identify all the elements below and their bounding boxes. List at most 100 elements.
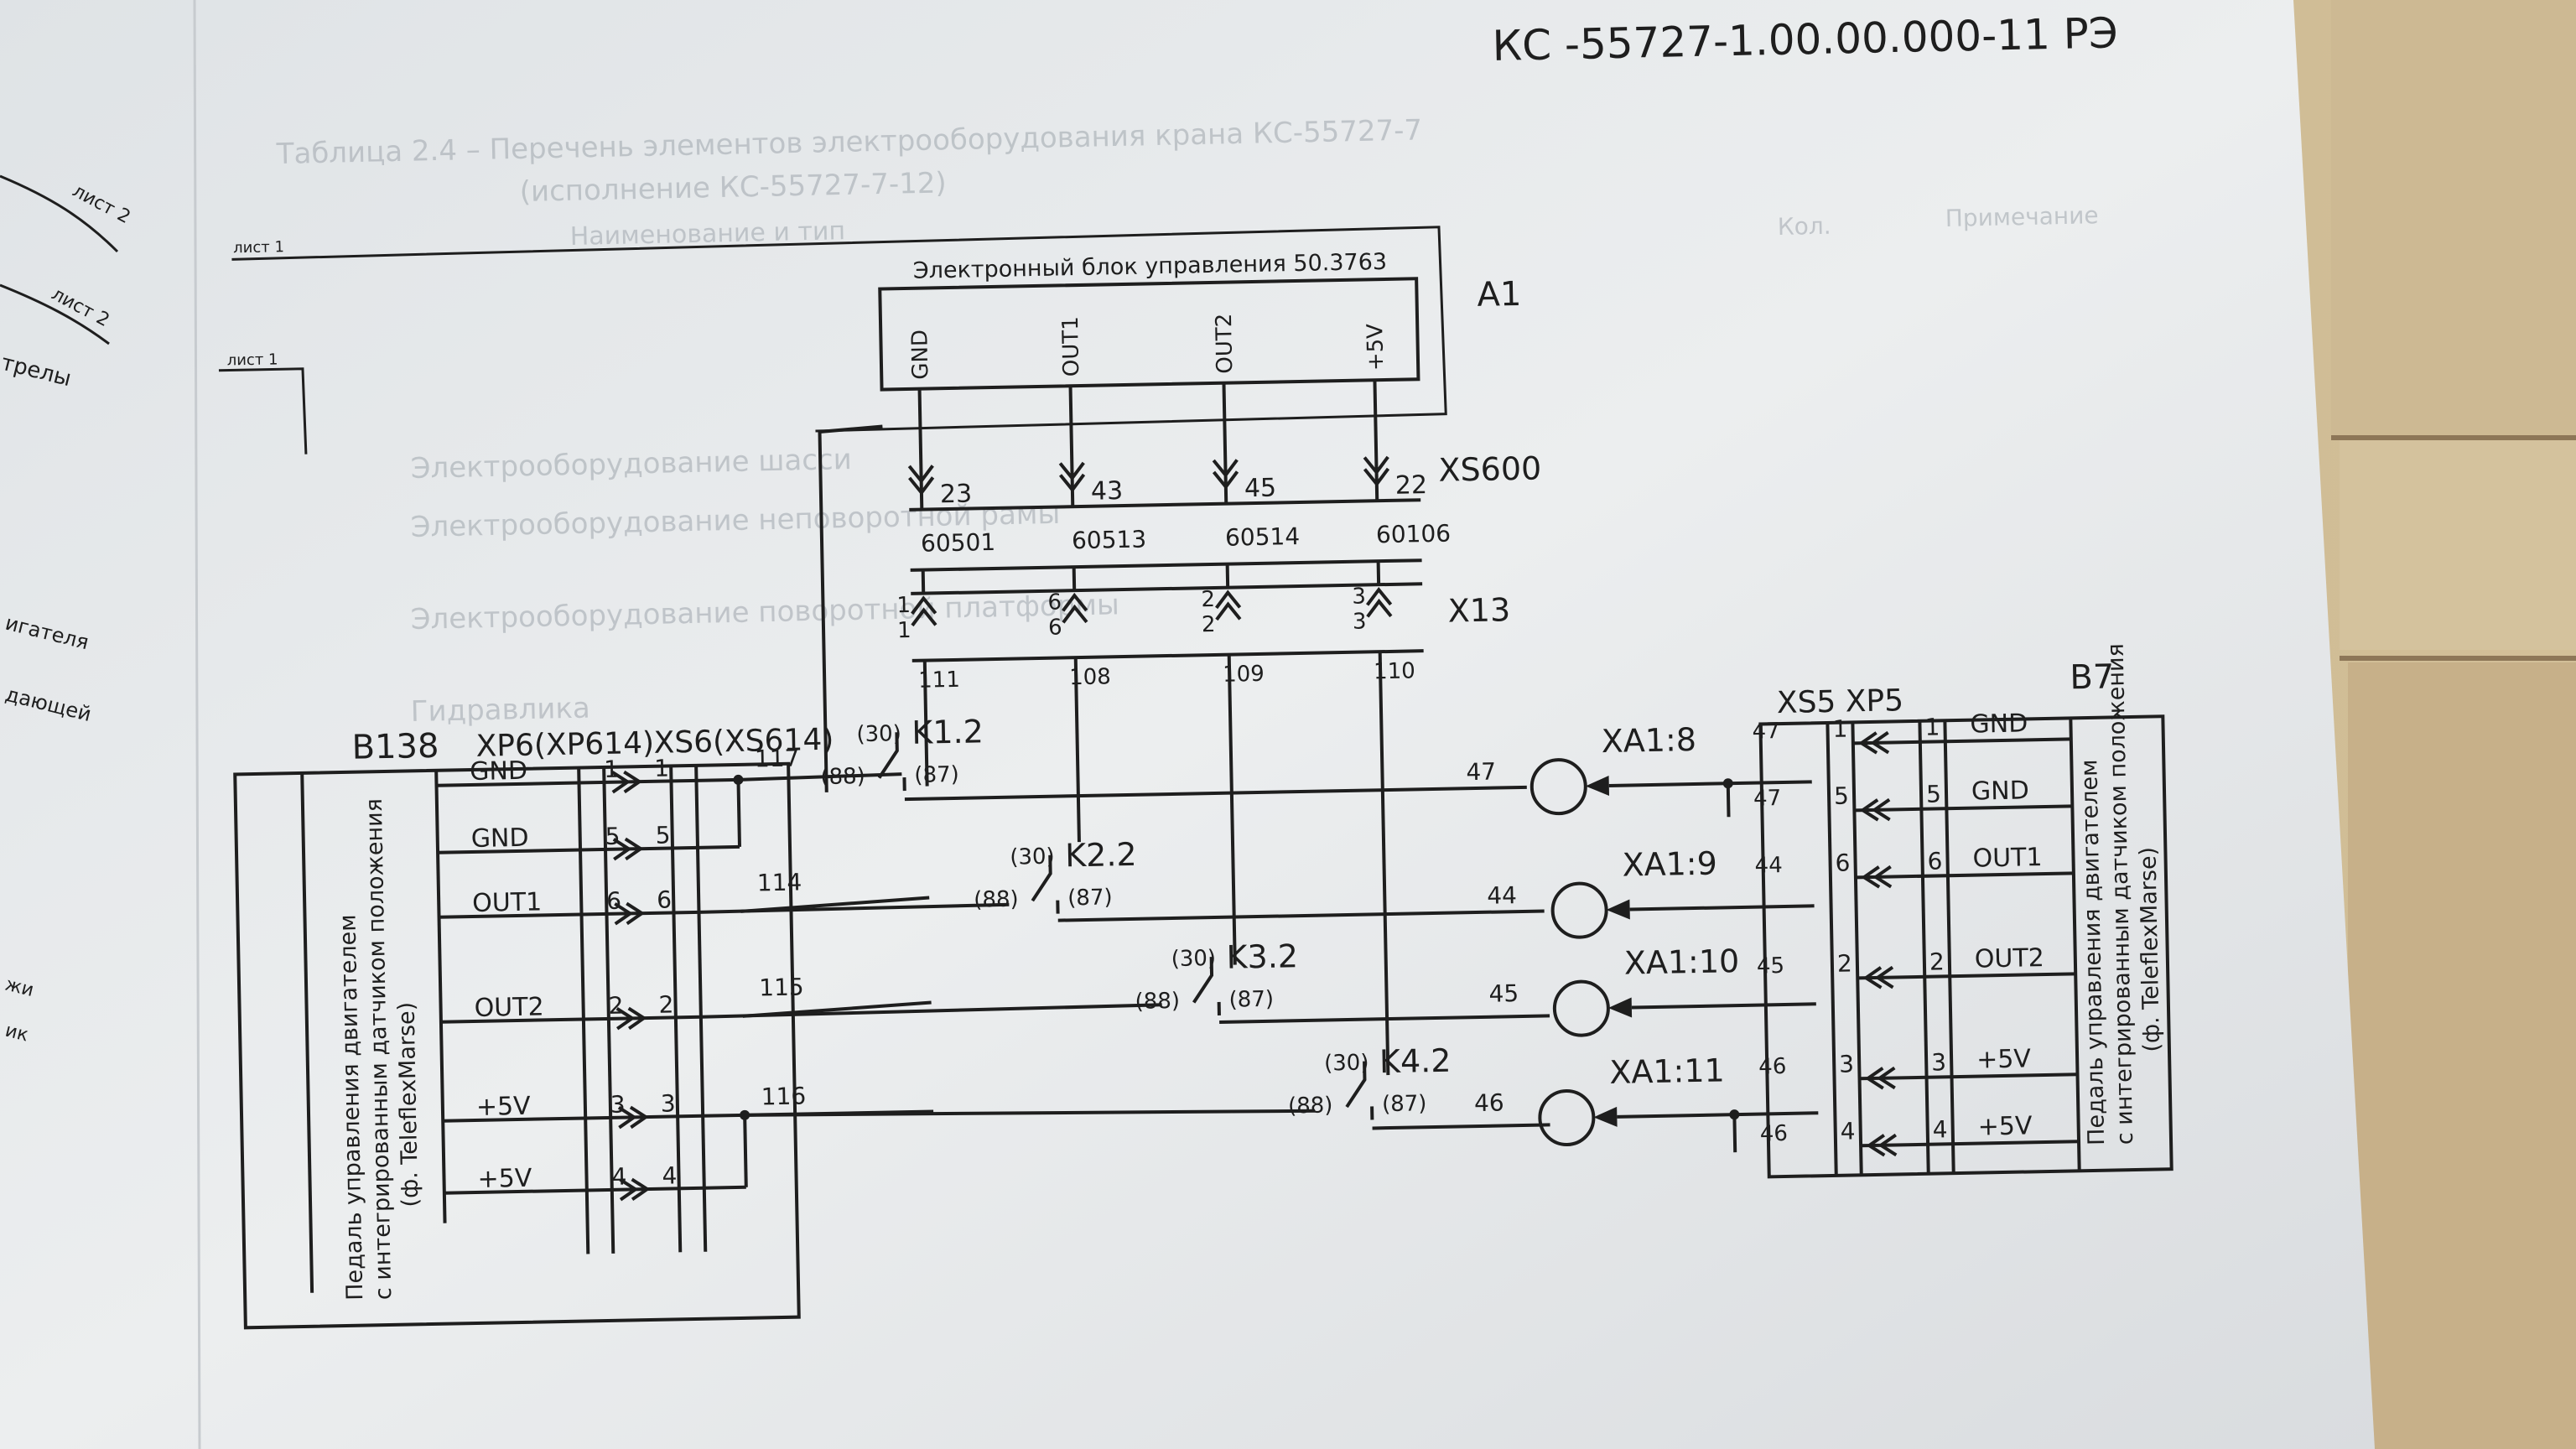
- pedal-left-desc-3: (ф. TeleflexMarse): [393, 1002, 423, 1208]
- relay-switch-blade: [1031, 854, 1052, 902]
- xa-terminal-arrow: [1593, 1106, 1618, 1127]
- bus-wire-number: 117: [755, 744, 800, 772]
- ecu-signal-line: [1222, 382, 1228, 504]
- relay-label: K2.2: [1065, 836, 1137, 875]
- relay-switch-blade: [1345, 1061, 1367, 1109]
- pedal-left-pin-n: 4: [662, 1161, 677, 1189]
- sheet-mark-top: лист 1: [233, 238, 284, 257]
- xs600-label: XS600: [1438, 449, 1542, 488]
- xa-to-pedal-line: [1608, 780, 1812, 787]
- ecu-ref: А1: [1477, 275, 1522, 314]
- pedal-left-pin-line: [439, 912, 582, 919]
- ghost-text-line: Кол.: [1777, 212, 1831, 241]
- wire: [703, 1113, 745, 1118]
- ecu-pin-label: GND: [907, 330, 933, 380]
- connector-arrow: [1062, 592, 1088, 624]
- x13-pin-number: 3: [1352, 584, 1366, 609]
- out1-bus: [699, 902, 1010, 914]
- x13-label: X13: [1447, 591, 1510, 629]
- xa-terminal-arrow: [1606, 899, 1630, 920]
- pedal-left-outline: [233, 761, 801, 1330]
- relay-contact-87: (87): [914, 762, 959, 788]
- x13-pin-number: 6: [1047, 589, 1062, 615]
- xs600-wire-number: 60513: [1072, 526, 1147, 555]
- relay-contact-87: (87): [1382, 1091, 1427, 1117]
- ghost-text-line: Гидравлика: [410, 692, 590, 729]
- connector-arrow: [1363, 455, 1390, 487]
- connector-arrow: [1058, 461, 1086, 493]
- pedal-right-pin-name: GND: [1970, 709, 2028, 739]
- relay-label: K1.2: [911, 713, 984, 751]
- xa-terminal-arrow: [1607, 997, 1633, 1018]
- relay-contact-88: (88): [1288, 1093, 1333, 1119]
- pedal-right-pin-name: OUT2: [1975, 943, 2045, 974]
- connector-arrow: [1365, 586, 1393, 618]
- relay-switch-blade: [1192, 957, 1214, 1004]
- xs600-pin-number: 45: [1244, 474, 1277, 504]
- pedal-left-pin-line: [438, 848, 581, 854]
- pedal-right-outline: [1758, 714, 2174, 1179]
- ecu-box: [878, 277, 1420, 392]
- sheet-border: [231, 226, 1447, 433]
- xa-terminal-label: XA1:11: [1609, 1052, 1725, 1091]
- pedal-right-pin-name: +5V: [1977, 1111, 2033, 1141]
- pedal-left-pin-n: 2: [658, 990, 673, 1018]
- pedal-left-pin-name: GND: [470, 756, 527, 787]
- pedal-right-pin-name: GND: [1971, 776, 2029, 806]
- pedal-left-pin-line: [443, 1116, 586, 1123]
- pedal-right-pin-line: [1859, 1072, 2078, 1081]
- pedal-right-pin-name: +5V: [1976, 1044, 2032, 1074]
- power-bridge: [1732, 1114, 1737, 1153]
- x13-wire-number: 108: [1069, 664, 1111, 690]
- xa-terminal-label: XA1:9: [1622, 845, 1717, 884]
- pedal-left-pin-n: 4: [611, 1163, 626, 1191]
- bus-line-right: [1372, 1123, 1550, 1130]
- pedal-right-pin-n: 4: [1932, 1115, 1947, 1143]
- x13-pin-number: 2: [1202, 612, 1216, 637]
- relay-contact-30: (30): [1010, 844, 1055, 870]
- pedal-left-pin-line: [581, 910, 699, 917]
- pedal-left-pin-n: 5: [655, 821, 670, 849]
- pedal-left-conn-b: XS6(XS614): [653, 723, 834, 761]
- pedal-left-pin-line: [444, 1188, 587, 1195]
- xs600-pin-number: 23: [940, 479, 973, 509]
- relay-contact-88: (88): [974, 887, 1019, 913]
- wire: [743, 1114, 748, 1187]
- pedal-left-pin-n: 3: [661, 1089, 676, 1117]
- x13-pin-number: 6: [1048, 615, 1062, 640]
- bus-wire-number: 116: [761, 1082, 806, 1110]
- pedal-right-desc-3: (ф. TeleflexMarse): [2135, 847, 2165, 1052]
- pedal-right-wire-number: 46: [1758, 1054, 1787, 1080]
- pedal-left-pin-n: 6: [606, 887, 621, 915]
- xs600-wire-number: 60501: [921, 528, 996, 558]
- pedal-right-pin-n: 1: [1832, 714, 1847, 742]
- xa-wire-number: 44: [1487, 881, 1517, 910]
- relay-label: K4.2: [1379, 1042, 1452, 1081]
- x13-wire-number: 109: [1223, 662, 1265, 688]
- pedal-left-pin-line: [579, 778, 697, 785]
- bus-line-right: [1057, 909, 1545, 922]
- connector-arrow: [907, 465, 935, 496]
- pedal-left-pin-n: 6: [657, 886, 672, 913]
- pedal-left-pin-n: 5: [605, 823, 620, 850]
- ecu-signal-line: [1227, 654, 1237, 965]
- relay-contact-87: (87): [1228, 987, 1274, 1013]
- pedal-right-pin-n: 2: [1929, 948, 1945, 975]
- pedal-right-pin-line: [1852, 737, 2071, 745]
- pedal-left-pin-n: 3: [610, 1091, 626, 1119]
- pedal-left-ref: В138: [351, 727, 439, 767]
- pedal-right-pin-line: [1857, 972, 2076, 980]
- wiring-schematic: лист 1 лист 1 Электронный блок управлени…: [218, 226, 2174, 1330]
- xa-wire-number: 46: [1474, 1088, 1504, 1117]
- pedal-right-pin-n: 6: [1927, 847, 1942, 875]
- pedal-left-pin-n: 1: [654, 754, 669, 782]
- ecu-signal-line: [1073, 657, 1081, 843]
- pedal-left-pin-name: GND: [470, 823, 528, 854]
- pedal-right-pin-n: 2: [1837, 949, 1852, 977]
- connector-arrow: [911, 595, 937, 627]
